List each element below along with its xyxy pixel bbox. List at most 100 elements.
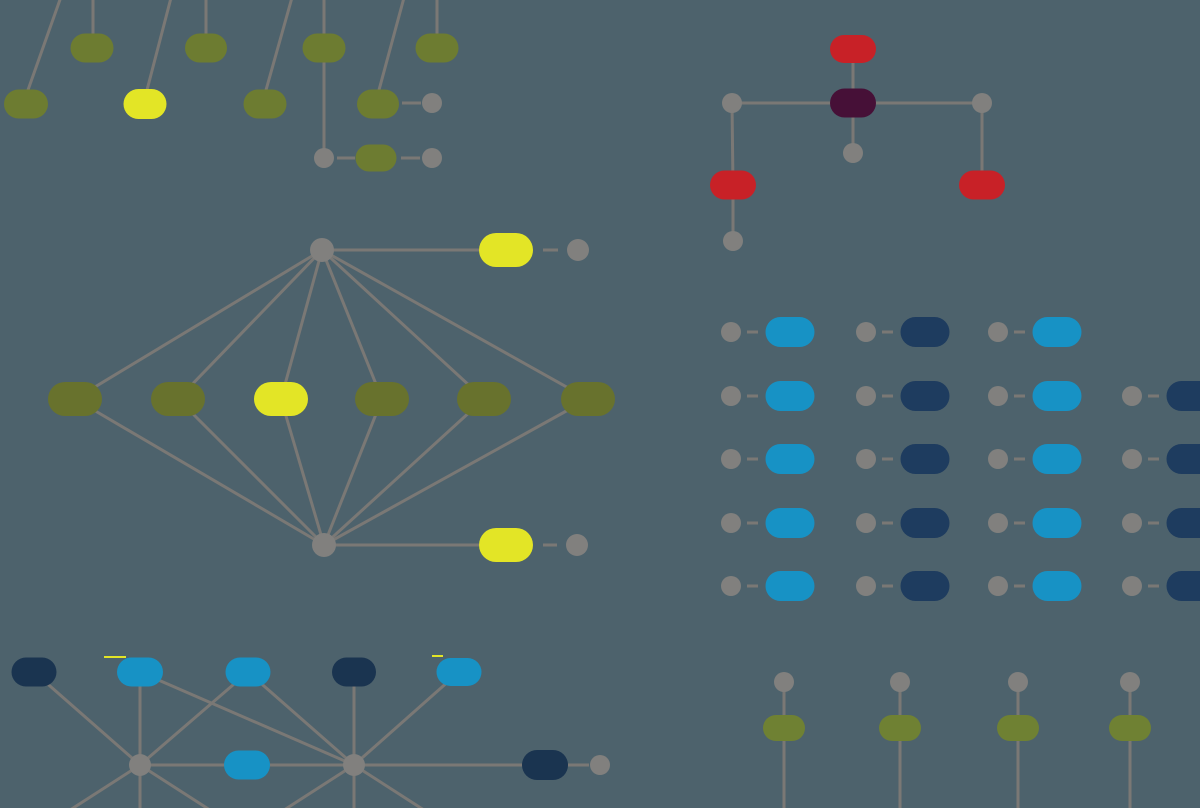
graph-node-pill-blue bbox=[765, 381, 815, 411]
graph-edge bbox=[353, 763, 424, 808]
graph-node-pill-blue bbox=[225, 657, 271, 687]
graph-edge bbox=[176, 248, 324, 401]
graph-node-pill-olive_bright bbox=[997, 715, 1039, 741]
graph-node-pill-olive bbox=[4, 89, 48, 119]
graph-node-pill-yellow bbox=[479, 233, 533, 267]
graph-edge bbox=[322, 397, 486, 547]
graph-node-pill-navy_dark bbox=[11, 657, 57, 687]
cluster-left-fan bbox=[48, 233, 615, 562]
graph-node-pill-olive bbox=[302, 33, 346, 63]
graph-node-pill-navy bbox=[1166, 571, 1200, 601]
graph-edge bbox=[139, 763, 210, 808]
graph-node-dot bbox=[988, 513, 1008, 533]
graph-edge bbox=[353, 670, 460, 767]
graph-edge bbox=[139, 670, 355, 767]
graph-node-dot bbox=[890, 672, 910, 692]
graph-edge bbox=[176, 397, 326, 547]
graph-edge bbox=[323, 397, 589, 547]
graph-node-dot bbox=[1122, 449, 1142, 469]
graph-node-dot bbox=[567, 239, 589, 261]
graph-node-pill-olive_fan bbox=[48, 382, 102, 416]
graph-node-dot bbox=[721, 449, 741, 469]
graph-node-dot bbox=[1122, 513, 1142, 533]
graph-node-pill-navy bbox=[900, 381, 950, 411]
graph-edge bbox=[284, 763, 355, 808]
graph-node-pill-navy_dark bbox=[522, 750, 568, 780]
graph-node-pill-navy bbox=[900, 571, 950, 601]
graph-node-dot bbox=[590, 755, 610, 775]
graph-node-dot bbox=[566, 534, 588, 556]
graph-node-pill-blue bbox=[1032, 508, 1082, 538]
graph-node-pill-yellow bbox=[479, 528, 533, 562]
graph-node-pill-blue bbox=[1032, 444, 1082, 474]
graph-edge bbox=[33, 670, 141, 767]
graph-node-pill-navy bbox=[900, 317, 950, 347]
graph-node-pill-blue bbox=[1032, 571, 1082, 601]
graph-edge bbox=[70, 763, 141, 808]
graph-edge bbox=[264, 0, 293, 91]
graph-node-pill-blue bbox=[224, 750, 270, 780]
graph-node-pill-olive_bright bbox=[763, 715, 805, 741]
graph-node-dot bbox=[843, 143, 863, 163]
graph-node-pill-red bbox=[959, 170, 1005, 200]
graph-edge bbox=[279, 398, 326, 546]
graph-node-pill-blue bbox=[765, 508, 815, 538]
graph-node-pill-olive_fan bbox=[561, 382, 615, 416]
graph-node-pill-olive_bright bbox=[879, 715, 921, 741]
cluster-right-grid bbox=[721, 317, 1200, 601]
graph-node-dot bbox=[723, 231, 743, 251]
graph-edge bbox=[247, 670, 355, 767]
graph-node-dot bbox=[721, 513, 741, 533]
graph-node-pill-plum bbox=[830, 88, 876, 118]
graph-edge bbox=[279, 249, 324, 400]
graph-node-dot bbox=[721, 386, 741, 406]
graph-edge bbox=[26, 0, 62, 91]
cluster-bottom-right-columns bbox=[763, 672, 1151, 808]
graph-node-pill-blue bbox=[117, 657, 163, 687]
graph-node-dot bbox=[422, 148, 442, 168]
graph-edge bbox=[74, 397, 325, 547]
graph-edge bbox=[74, 248, 323, 401]
graph-edge bbox=[322, 398, 384, 546]
graph-edge bbox=[320, 249, 384, 400]
graph-edge bbox=[139, 670, 249, 767]
graph-edge bbox=[320, 248, 486, 401]
graph-node-dot bbox=[856, 513, 876, 533]
graph-node-dot bbox=[856, 449, 876, 469]
graph-node-pill-blue bbox=[765, 571, 815, 601]
graph-node-pill-red bbox=[710, 170, 756, 200]
graph-node-dot bbox=[988, 449, 1008, 469]
graph-node-pill-olive_fan bbox=[355, 382, 409, 416]
graph-node-pill-olive_fan bbox=[151, 382, 205, 416]
graph-node-pill-navy bbox=[1166, 444, 1200, 474]
graph-node-pill-navy bbox=[1166, 508, 1200, 538]
graph-node-dot bbox=[1120, 672, 1140, 692]
cluster-bottom-left-network bbox=[11, 655, 610, 808]
graph-node-pill-yellow bbox=[254, 382, 308, 416]
graph-node-pill-blue bbox=[436, 658, 482, 686]
graph-node-dot bbox=[721, 322, 741, 342]
graph-node-dot bbox=[721, 576, 741, 596]
graph-node-dot bbox=[1008, 672, 1028, 692]
graph-node-pill-olive bbox=[357, 89, 399, 119]
graph-node-dot bbox=[856, 322, 876, 342]
graph-node-pill-navy_dark bbox=[332, 657, 376, 687]
graph-node-dot bbox=[988, 576, 1008, 596]
graph-node-dot bbox=[988, 386, 1008, 406]
graph-node-pill-olive bbox=[185, 33, 227, 63]
graph-node-dot bbox=[312, 533, 336, 557]
graph-node-pill-olive bbox=[355, 144, 397, 172]
graph-node-pill-blue bbox=[765, 317, 815, 347]
graph-node-pill-navy bbox=[1166, 381, 1200, 411]
graph-node-dot bbox=[310, 238, 334, 262]
cluster-top-left-tree bbox=[4, 0, 459, 172]
cluster-top-right-tree bbox=[710, 35, 1005, 251]
graph-node-dot bbox=[1122, 576, 1142, 596]
graph-node-pill-olive bbox=[415, 33, 459, 63]
graph-node-pill-blue bbox=[1032, 317, 1082, 347]
graph-node-dot bbox=[343, 754, 365, 776]
graph-node-dot bbox=[422, 93, 442, 113]
graph-node-pill-olive_bright bbox=[1109, 715, 1151, 741]
